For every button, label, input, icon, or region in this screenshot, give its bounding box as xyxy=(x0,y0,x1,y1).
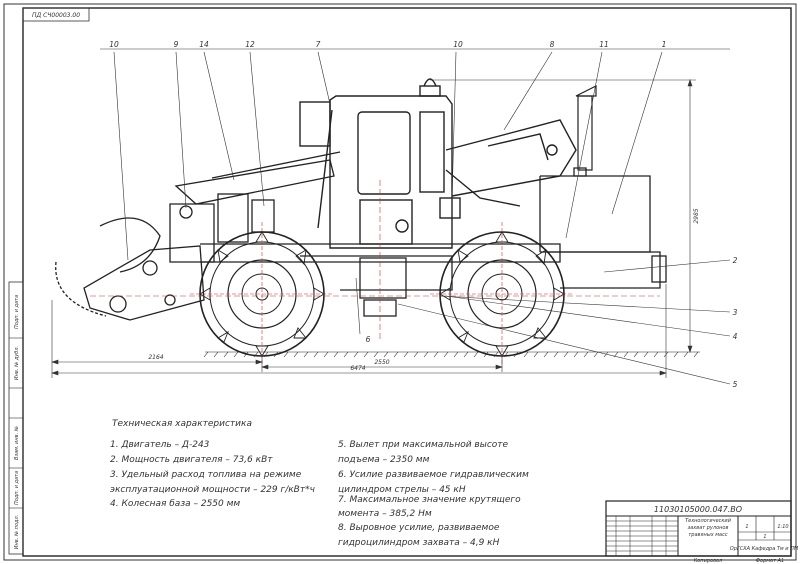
spec-right-7: 8. Выровное усилие, развиваемое xyxy=(338,523,500,533)
callout-3: 3 xyxy=(733,308,738,317)
front-loader xyxy=(55,151,341,321)
spec-right-5: 7. Максимальное значение крутящего xyxy=(338,495,521,505)
callouts-right: 2 3 4 5 xyxy=(733,256,738,389)
drawing-number: 11030105000.047.ВО xyxy=(654,505,742,514)
spec-right-2: подъема – 2350 мм xyxy=(338,455,430,465)
spec-left-5: 4. Колесная база – 2550 мм xyxy=(110,499,240,509)
dim-total-length: 6474 xyxy=(350,365,365,372)
spec-right-6: момента – 385,2 Нм xyxy=(338,509,432,519)
title-scale: 1:10 xyxy=(777,524,788,530)
spec-left-4: эксплуатационной мощности – 229 г/кВт*ч xyxy=(110,485,315,495)
callout-1: 1 xyxy=(662,40,667,49)
dim-wheelbase: 2550 xyxy=(374,359,389,366)
specs-left: 1. Двигатель – Д-243 2. Мощность двигате… xyxy=(110,440,315,509)
spec-right-8: гидроцилиндром захвата – 4,9 кН xyxy=(338,538,500,548)
callout-8: 8 xyxy=(550,40,555,49)
title-name-box: Технологический захват рулонов травяных … xyxy=(685,518,731,538)
callout-14: 14 xyxy=(199,40,209,49)
boom xyxy=(445,119,577,207)
outer-frame xyxy=(3,3,797,561)
callout-7: 7 xyxy=(316,40,321,49)
spec-right-1: 5. Вылет при максимальной высоте xyxy=(338,440,509,450)
callout-10a: 10 xyxy=(109,40,119,49)
title-copied: Копировал xyxy=(694,558,723,564)
spec-left-1: 1. Двигатель – Д-243 xyxy=(110,440,210,450)
callout-2: 2 xyxy=(733,256,738,265)
corner-stamp-box xyxy=(22,7,90,22)
operator-cab xyxy=(299,78,461,249)
side-stamp-5: Инв. № подл. xyxy=(14,515,20,550)
specs-right: 5. Вылет при максимальной высоте подъема… xyxy=(338,440,529,548)
callouts-top: 10 9 14 12 7 10 8 11 1 xyxy=(109,40,666,49)
machine-drawing xyxy=(55,78,700,366)
callout-leaders xyxy=(100,48,731,385)
title-name: Технологический захват рулонов травяных … xyxy=(685,518,731,538)
dim-overhang: 2164 xyxy=(148,354,163,361)
side-stamp-column: Подп. и дата Инв. № дубл. Взам. инв. № П… xyxy=(8,281,24,555)
ground-line xyxy=(203,351,700,358)
side-stamp-2: Инв. № дубл. xyxy=(14,346,20,380)
title-sheets: 1 xyxy=(763,534,766,540)
wheel-centerlines xyxy=(190,222,574,366)
title-sheet: 1 xyxy=(745,524,748,530)
spec-right-3: 6. Усилие развиваемое гидравлическим xyxy=(338,470,529,480)
exhaust-pipe xyxy=(575,85,597,171)
callout-4: 4 xyxy=(733,332,738,341)
callout-6: 6 xyxy=(366,335,371,344)
title-block xyxy=(605,500,792,557)
spec-title: Техническая характеристика xyxy=(112,419,252,429)
callout-12: 12 xyxy=(245,40,255,49)
callout-10b: 10 xyxy=(453,40,463,49)
callout-11: 11 xyxy=(599,40,609,49)
title-format: Формат А1 xyxy=(756,558,784,564)
corner-stamp: ПД СЧ00003.00 xyxy=(32,12,80,19)
engine-hood xyxy=(539,167,667,289)
spec-right-4: цилиндром стрелы – 45 кН xyxy=(338,485,466,495)
dimension-lines xyxy=(51,79,696,378)
side-stamp-1: Подп. и дата xyxy=(14,295,20,329)
side-stamp-3: Взам. инв. № xyxy=(14,426,20,460)
spec-left-3: 3. Удельный расход топлива на режиме xyxy=(110,470,302,480)
title-org: ОрГСХА Кафедра Тм и ЛМ xyxy=(730,546,799,552)
dim-height: 2985 xyxy=(693,208,700,223)
spec-left-2: 2. Мощность двигателя – 73,6 кВт xyxy=(110,455,273,465)
reference-lines xyxy=(90,180,660,340)
callout-5: 5 xyxy=(733,380,738,389)
callout-9: 9 xyxy=(174,40,179,49)
side-stamp-4: Подп. и дата xyxy=(14,471,20,505)
